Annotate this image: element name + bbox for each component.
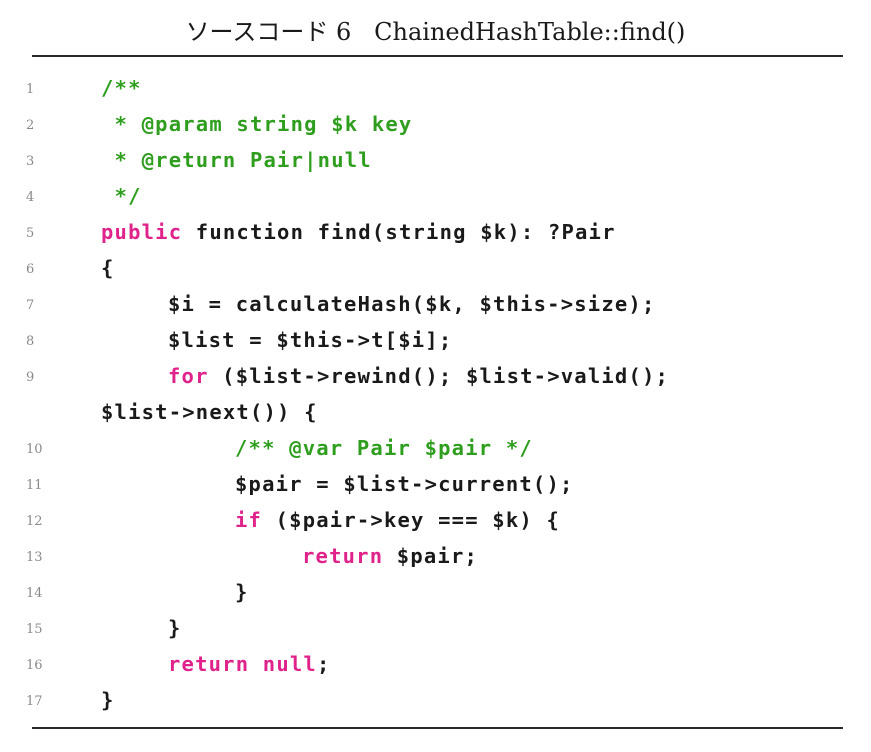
code-token: ($list->rewind(); $list->valid(); — [208, 364, 670, 388]
comment-token: * @return Pair|null — [101, 148, 372, 172]
top-rule — [32, 55, 843, 57]
line-number: 3 — [26, 154, 35, 169]
code-line: 4 */ — [0, 181, 871, 211]
line-number: 11 — [26, 478, 43, 493]
code-line: 12 if ($pair->key === $k) { — [0, 505, 871, 535]
code-line: 15} — [0, 613, 871, 643]
code-token: $i = calculateHash($k, $this->size); — [168, 292, 656, 316]
line-number: 9 — [26, 370, 35, 385]
code-text: $list->next()) { — [101, 397, 318, 427]
keyword-token: for — [168, 364, 209, 388]
code-text: if ($pair->key === $k) { — [235, 505, 560, 535]
line-number: 13 — [26, 550, 43, 565]
code-line: 9 for ($list->rewind(); $list->valid(); — [0, 361, 871, 391]
line-number: 17 — [26, 694, 43, 709]
line-number: 12 — [26, 514, 43, 529]
code-text: * @return Pair|null — [101, 145, 372, 175]
code-text: /** @var Pair $pair */ — [235, 433, 533, 463]
comment-token: * @param string $k key — [101, 112, 413, 136]
line-number: 7 — [26, 298, 35, 313]
code-text: /** — [101, 73, 142, 103]
code-line: 17} — [0, 685, 871, 715]
line-number: 1 — [26, 82, 35, 97]
line-number: 2 — [26, 118, 35, 133]
listing-caption: ソースコード 6 ChainedHashTable::find() — [185, 18, 686, 46]
code-line: 10 /** @var Pair $pair */ — [0, 433, 871, 463]
comment-token: */ — [101, 184, 142, 208]
comment-token: /** @var Pair $pair */ — [235, 436, 533, 460]
code-token: } — [101, 688, 115, 712]
code-text: } — [168, 613, 182, 643]
code-token: ; — [316, 652, 331, 676]
line-number: 14 — [26, 586, 43, 601]
line-number: 10 — [26, 442, 43, 457]
code-text: $list = $this->t[$i]; — [168, 325, 452, 355]
keyword-token: return null — [168, 652, 317, 676]
code-line: 5 public function find(string $k): ?Pair — [0, 217, 871, 247]
code-line: 16 return null; — [0, 649, 871, 679]
code-token: function find(string $k): ?Pair — [182, 220, 616, 244]
code-token: } — [235, 580, 249, 604]
code-line: 14} — [0, 577, 871, 607]
code-text: return $pair; — [302, 541, 478, 571]
code-text: return null; — [168, 649, 331, 679]
code-text: $i = calculateHash($k, $this->size); — [168, 289, 656, 319]
line-number: 5 — [26, 226, 35, 241]
code-line: 1 /** — [0, 73, 871, 103]
line-number: 8 — [26, 334, 35, 349]
keyword-token: public — [101, 220, 183, 244]
code-text: */ — [101, 181, 142, 211]
code-line: $list->next()) { — [0, 397, 871, 427]
code-text: * @param string $k key — [101, 109, 412, 139]
line-number: 4 — [26, 190, 35, 205]
code-line: 3 * @return Pair|null — [0, 145, 871, 175]
code-line: 8 $list = $this->t[$i]; — [0, 325, 871, 355]
code-text: } — [235, 577, 249, 607]
code-line: 7 $i = calculateHash($k, $this->size); — [0, 289, 871, 319]
code-token: $list = $this->t[$i]; — [168, 328, 453, 352]
comment-token: /** — [101, 76, 142, 100]
code-text: $pair = $list->current(); — [235, 469, 574, 499]
code-token: $pair = $list->current(); — [235, 472, 574, 496]
bottom-rule — [32, 727, 843, 729]
code-line: 11 $pair = $list->current(); — [0, 469, 871, 499]
code-token: { — [101, 256, 115, 280]
code-token: ($pair->key === $k) { — [262, 508, 561, 532]
code-text: { — [101, 253, 115, 283]
code-token: $list->next()) { — [101, 400, 318, 424]
code-token: $pair; — [383, 544, 479, 568]
code-line: 6{ — [0, 253, 871, 283]
keyword-token: return — [302, 544, 384, 568]
code-text: for ($list->rewind(); $list->valid(); — [168, 361, 669, 391]
line-number: 6 — [26, 262, 35, 277]
code-line: 13 return $pair; — [0, 541, 871, 571]
code-line: 2 * @param string $k key — [0, 109, 871, 139]
keyword-token: if — [235, 508, 263, 532]
code-text: } — [101, 685, 115, 715]
line-number: 15 — [26, 622, 43, 637]
code-token: } — [168, 616, 182, 640]
line-number: 16 — [26, 658, 43, 673]
code-text: public function find(string $k): ?Pair — [101, 217, 616, 247]
